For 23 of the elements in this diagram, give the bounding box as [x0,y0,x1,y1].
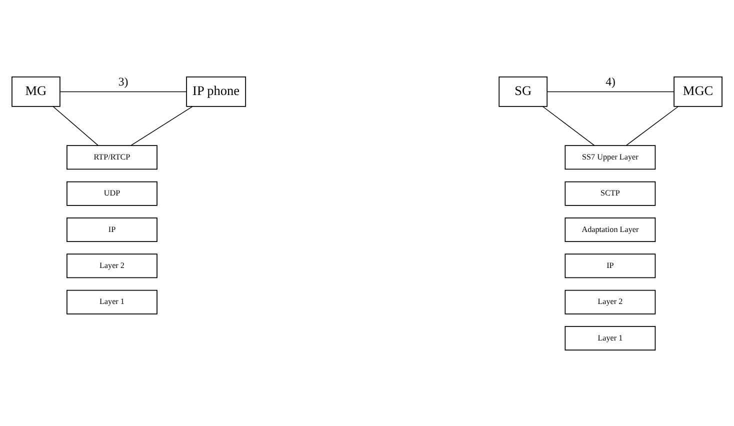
node-box: Layer 1 [564,325,656,350]
edge-label: 3) [118,74,128,88]
node-box: MG [12,76,60,106]
node-box: UDP [66,180,158,206]
node-box: Layer 2 [564,289,656,314]
node-box: Layer 1 [66,289,158,314]
node-box: SG [498,76,548,106]
node-box: IP phone [186,76,246,106]
node-box: IP [564,253,656,278]
connector [130,106,193,146]
node-box: Adaptation Layer [564,216,656,242]
connector [547,90,674,92]
connector [52,106,98,146]
node-box: SS7 Upper Layer [564,144,656,170]
edge-label: 4) [606,74,616,88]
node-box: SCTP [564,180,656,206]
node-box: MGC [674,76,722,106]
node-box: RTP/RTCP [66,144,158,170]
connector [542,106,595,146]
node-box: IP [66,216,158,242]
connector [60,90,187,92]
connector [626,106,678,146]
node-box: Layer 2 [66,253,158,278]
